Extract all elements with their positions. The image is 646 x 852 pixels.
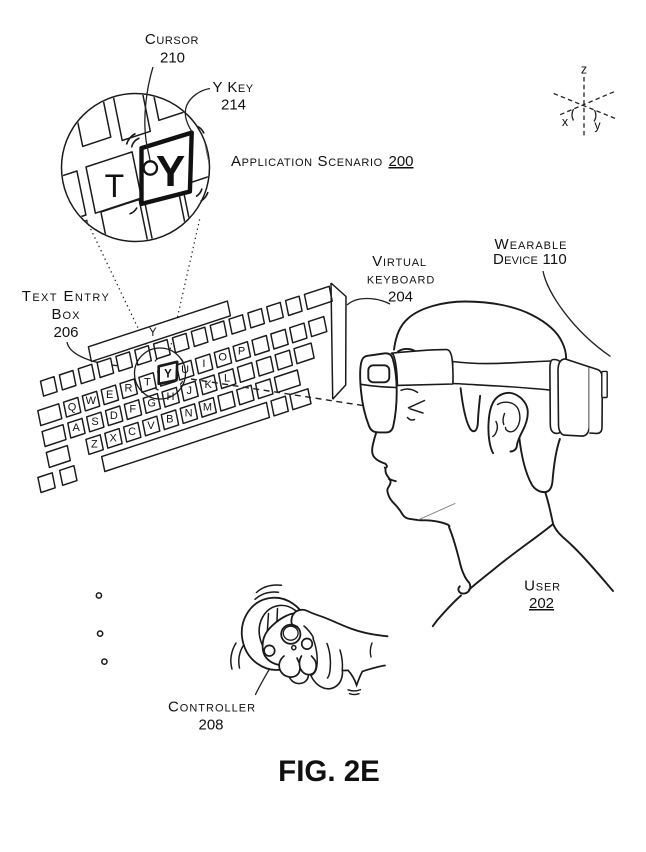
svg-text:Text Entry: Text Entry <box>22 288 110 305</box>
svg-text:214: 214 <box>221 97 246 114</box>
svg-text:R: R <box>125 383 133 395</box>
svg-text:FIG. 2E: FIG. 2E <box>278 755 380 788</box>
svg-text:Device 110: Device 110 <box>493 251 567 268</box>
svg-text:Y: Y <box>156 147 185 196</box>
svg-text:W: W <box>86 395 97 407</box>
svg-text:200: 200 <box>389 153 414 170</box>
svg-text:L: L <box>224 373 230 385</box>
svg-text:M: M <box>203 401 212 413</box>
svg-text:204: 204 <box>388 289 413 306</box>
svg-text:y: y <box>594 119 601 133</box>
svg-text:X: X <box>110 432 118 444</box>
svg-text:C: C <box>128 426 136 438</box>
svg-text:I: I <box>202 358 205 370</box>
svg-text:Wearable: Wearable <box>495 236 568 253</box>
svg-text:Y: Y <box>149 327 157 339</box>
svg-text:T: T <box>144 376 151 388</box>
svg-text:Application Scenario: Application Scenario <box>231 153 383 170</box>
svg-text:Cursor: Cursor <box>145 31 199 48</box>
svg-text:206: 206 <box>53 324 78 341</box>
svg-text:keyboard: keyboard <box>367 271 435 288</box>
svg-text:V: V <box>147 420 155 432</box>
svg-text:D: D <box>110 410 118 422</box>
svg-text:z: z <box>581 63 587 77</box>
svg-text:T: T <box>105 168 125 204</box>
svg-text:O: O <box>218 352 227 364</box>
svg-text:J: J <box>187 385 193 397</box>
svg-text:x: x <box>562 115 569 129</box>
svg-text:N: N <box>185 408 193 420</box>
svg-text:210: 210 <box>160 50 185 67</box>
svg-text:Y: Y <box>164 368 172 380</box>
svg-text:S: S <box>91 416 98 428</box>
svg-text:202: 202 <box>529 595 554 612</box>
svg-text:User: User <box>524 578 561 595</box>
svg-text:B: B <box>166 414 173 426</box>
svg-text:Q: Q <box>68 401 77 413</box>
svg-text:A: A <box>73 422 81 434</box>
svg-text:K: K <box>205 379 213 391</box>
svg-text:208: 208 <box>198 717 223 734</box>
svg-text:Virtual: Virtual <box>372 253 427 270</box>
svg-text:Y Key: Y Key <box>212 79 253 96</box>
svg-text:Controller: Controller <box>168 699 256 716</box>
svg-text:G: G <box>147 397 156 409</box>
svg-text:Z: Z <box>91 438 98 450</box>
svg-text:Box: Box <box>52 306 81 323</box>
svg-text:E: E <box>106 389 113 401</box>
svg-text:F: F <box>129 404 136 416</box>
svg-text:P: P <box>238 345 245 357</box>
